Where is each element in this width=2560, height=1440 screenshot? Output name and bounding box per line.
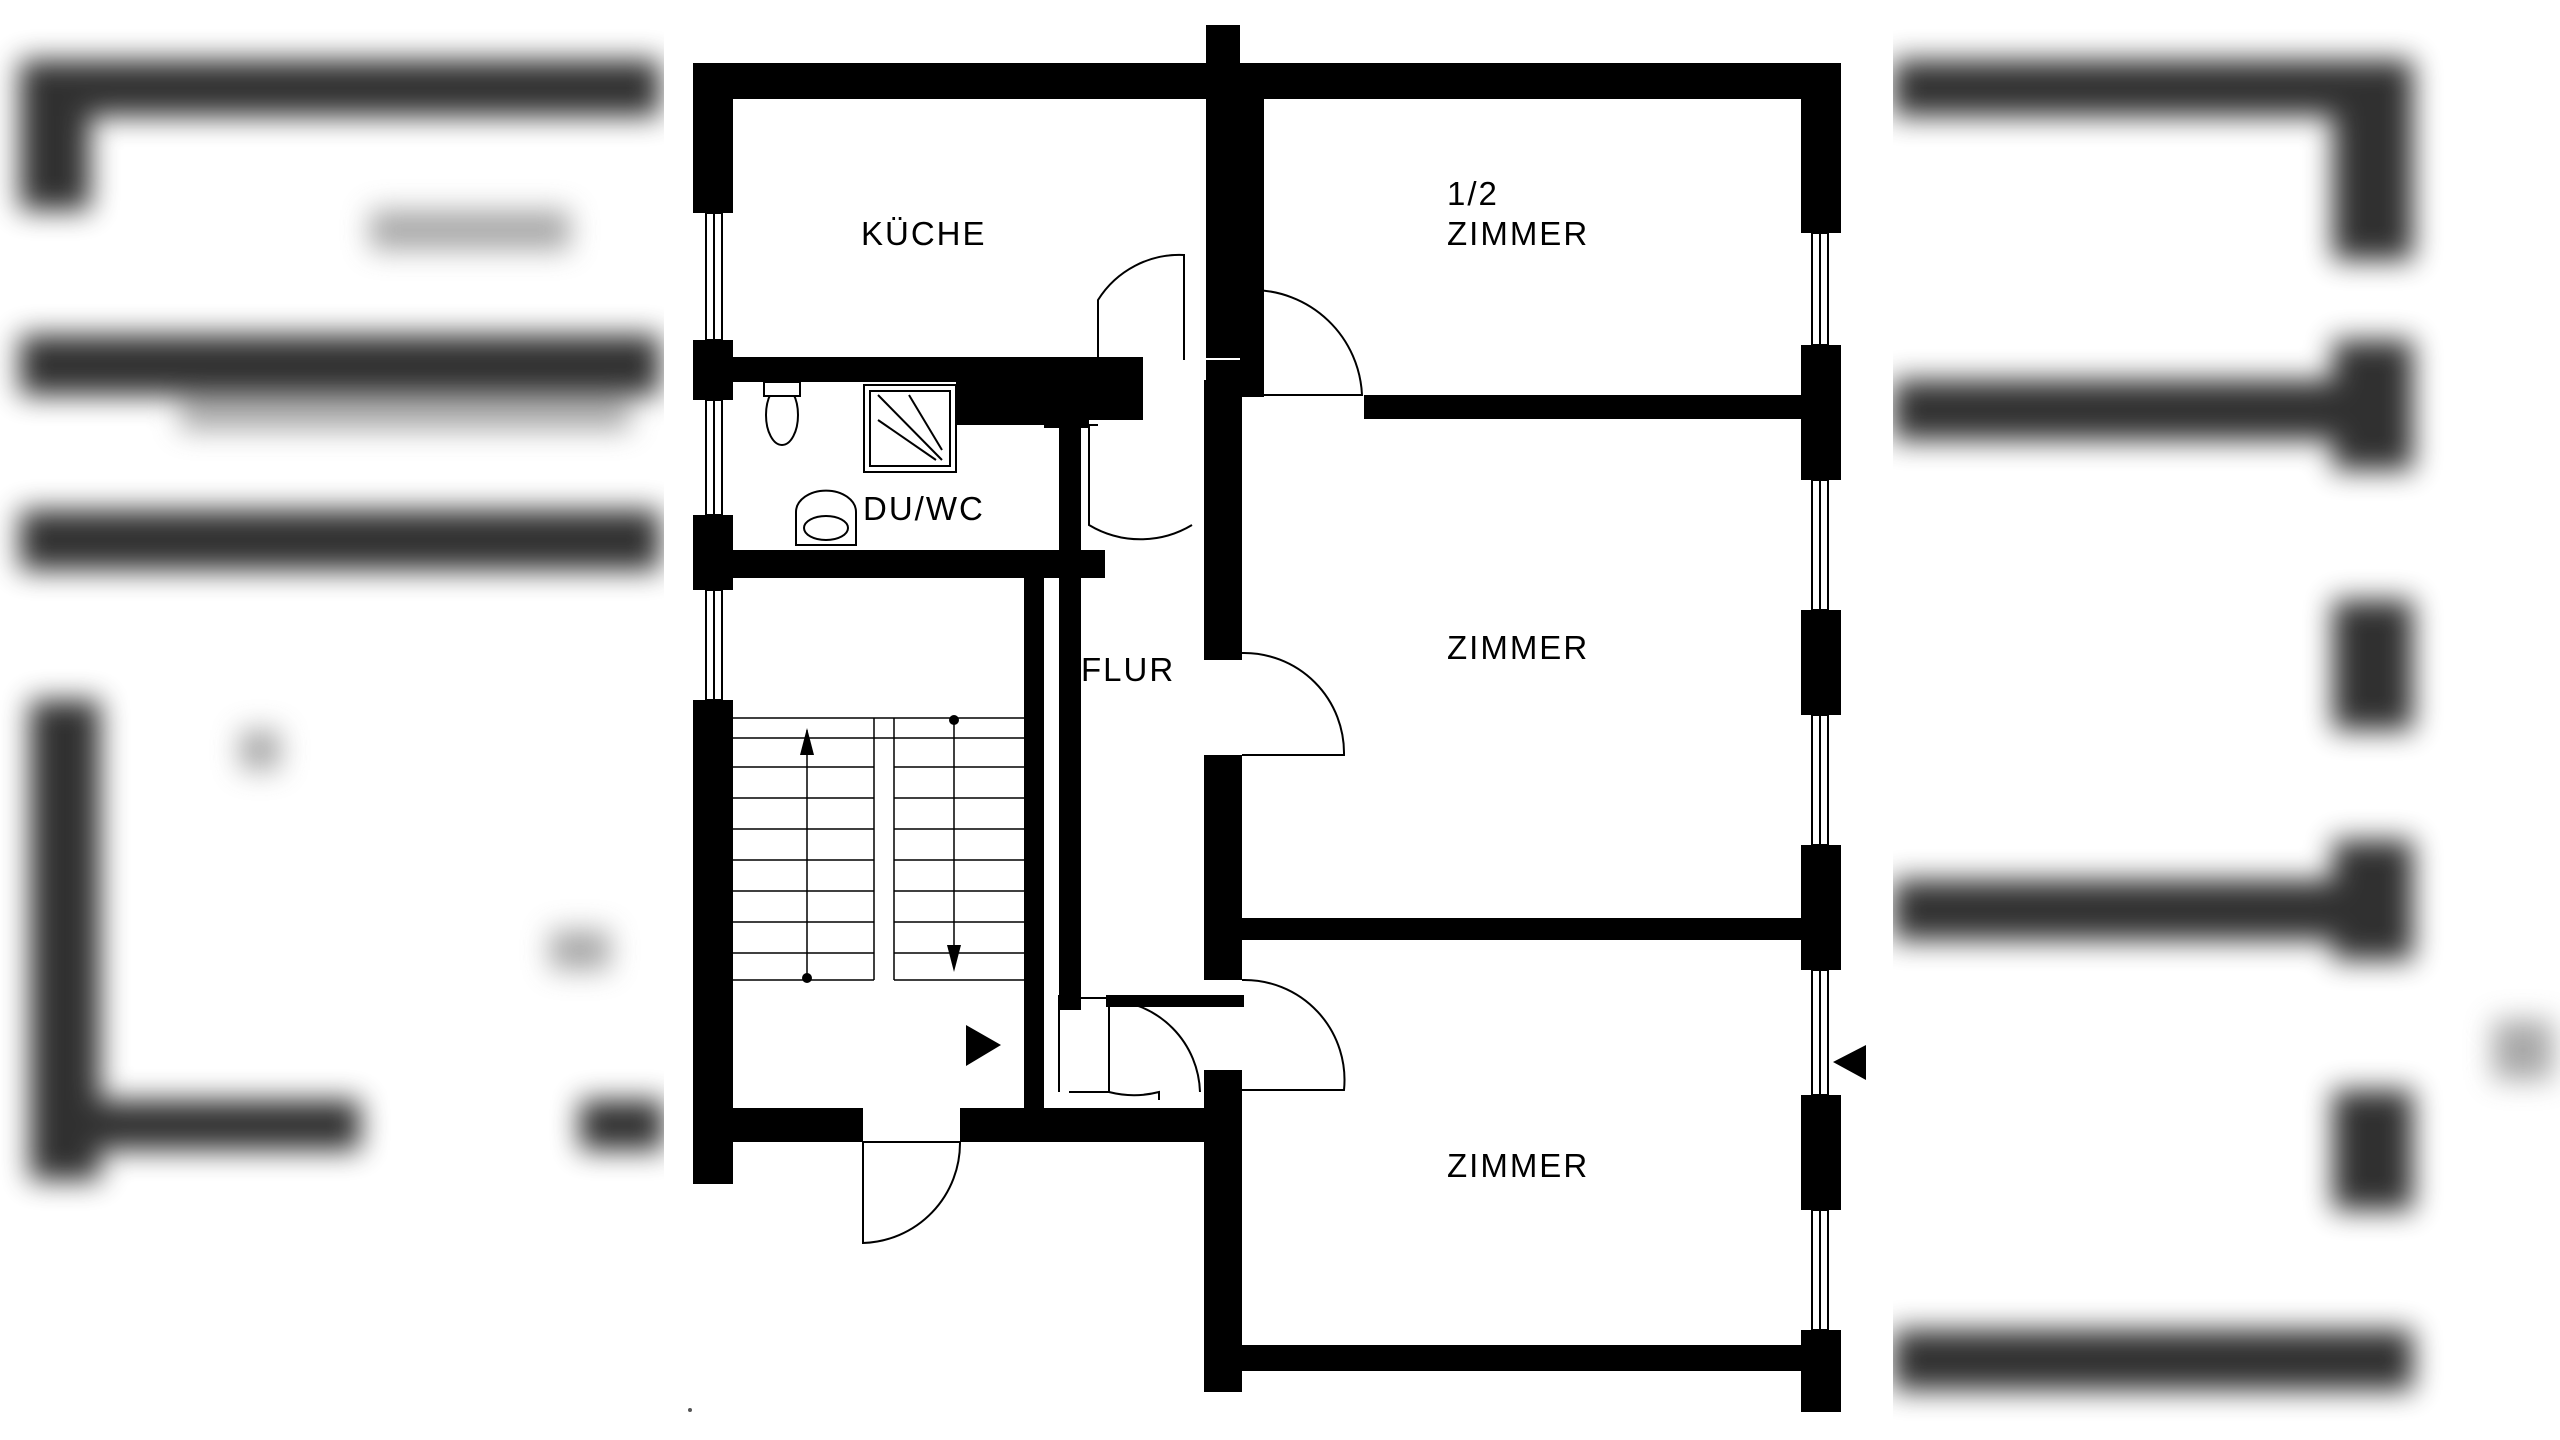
- room-label-middle-room: ZIMMER: [1447, 629, 1590, 666]
- windows-left: [705, 212, 723, 701]
- room-label-bathroom: DU/WC: [863, 490, 985, 527]
- blurred-background-left: [0, 0, 664, 1440]
- outside-entrance-arrow-icon: [1833, 1045, 1866, 1080]
- stair-down-arrow-icon: [947, 945, 961, 972]
- corner-mark: [688, 1408, 692, 1412]
- room-label-bottom-room: ZIMMER: [1447, 1147, 1590, 1184]
- blurred-background-right: [1893, 0, 2560, 1440]
- sink-icon: [795, 489, 857, 546]
- walls: [693, 25, 1841, 1412]
- stairs: [733, 717, 1024, 981]
- room-label-kitchen: KÜCHE: [861, 215, 987, 252]
- room-label-half-room-number: 1/2: [1447, 175, 1499, 212]
- stair-up-arrow-icon: [800, 728, 814, 755]
- floor-plan: KÜCHE 1/2 ZIMMER DU/WC FLUR ZIMMER ZIMME…: [664, 0, 1893, 1440]
- room-label-hallway: FLUR: [1081, 651, 1176, 688]
- stair-markers: [802, 715, 959, 983]
- door-swings: [862, 253, 1364, 1245]
- room-label-half-room: ZIMMER: [1447, 215, 1590, 252]
- toilet-icon: [763, 381, 801, 446]
- shower-icon: [863, 384, 957, 473]
- floor-plan-drawing: [693, 25, 1866, 1412]
- windows-right: [1811, 232, 1829, 1331]
- entrance-arrow-icon: [966, 1025, 1001, 1066]
